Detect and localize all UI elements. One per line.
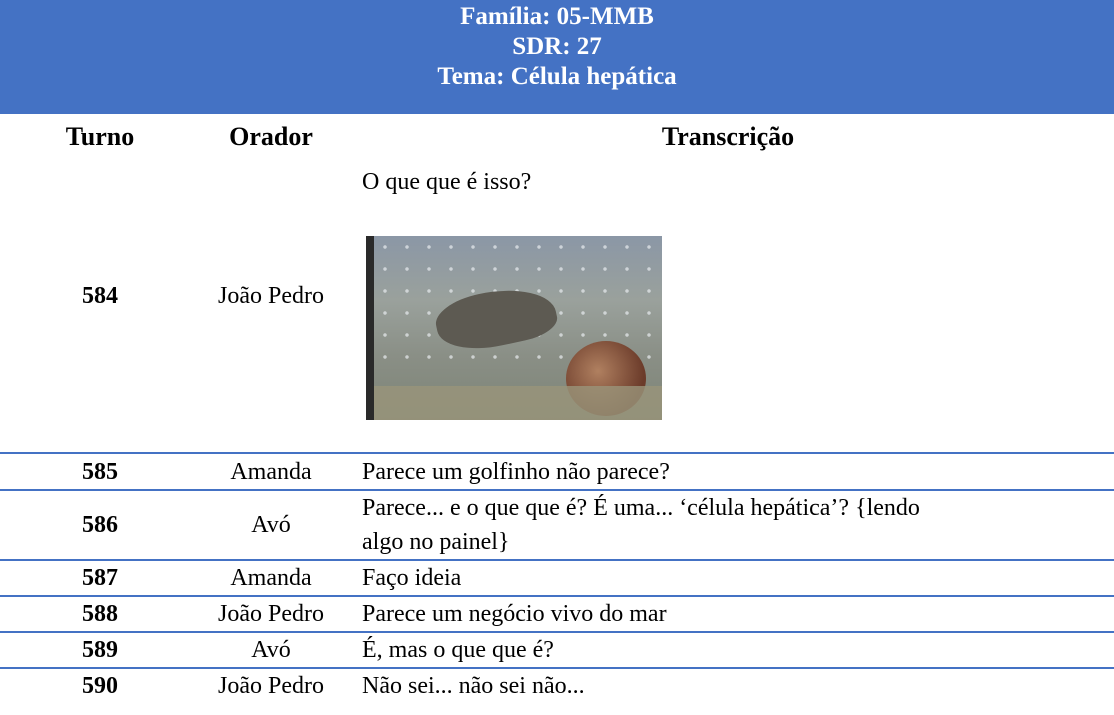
transcript-text: É, mas o que que é? [362, 637, 554, 663]
turn-number: 590 [82, 673, 118, 699]
row-divider [0, 667, 1114, 669]
sdr-title: SDR: 27 [512, 33, 602, 60]
turn-number: 586 [82, 512, 118, 538]
turn-number: 589 [82, 637, 118, 663]
table-row: 589 Avó É, mas o que que é? [0, 633, 1114, 667]
column-orador: Orador [229, 122, 313, 151]
transcript-text: Não sei... não sei não... [362, 673, 585, 699]
transcript-text: Faço ideia [362, 565, 462, 591]
transcript-text: Parece um golfinho não parece? [362, 459, 670, 485]
row-divider [0, 559, 1114, 561]
table-row: 587 Amanda Faço ideia [0, 561, 1114, 595]
table-row: 590 João Pedro Não sei... não sei não... [0, 669, 1114, 703]
table-row: 588 João Pedro Parece um negócio vivo do… [0, 597, 1114, 631]
transcript-text: Parece um negócio vivo do mar [362, 601, 667, 627]
transcript-text-line-2: algo no painel} [362, 529, 510, 555]
transcript-text-line-1: Parece... e o que que é? É uma... ‘célul… [362, 495, 920, 521]
speaker: Amanda [230, 459, 312, 485]
speaker: João Pedro [218, 673, 324, 699]
table-row: 585 Amanda Parece um golfinho não parece… [0, 455, 1114, 489]
row-divider [0, 631, 1114, 633]
table-row: 584 João Pedro O que que é isso? [0, 157, 1114, 453]
speaker: Avó [251, 512, 291, 538]
turn-number: 584 [82, 283, 118, 309]
turn-number: 588 [82, 601, 118, 627]
turn-number: 587 [82, 565, 118, 591]
exhibit-photo [366, 236, 662, 420]
speaker: Avó [251, 637, 291, 663]
table-row: 586 Avó Parece... e o que que é? É uma..… [0, 491, 1114, 559]
column-transcricao: Transcrição [661, 122, 795, 151]
family-title: Família: 05-MMB [460, 3, 654, 30]
speaker: Amanda [230, 565, 312, 591]
speaker: João Pedro [218, 601, 324, 627]
turn-number: 585 [82, 459, 118, 485]
speaker: João Pedro [218, 283, 324, 309]
transcript-text: O que que é isso? [362, 169, 532, 195]
table-header: Família: 05-MMB SDR: 27 Tema: Célula hep… [0, 0, 1114, 114]
row-divider [0, 595, 1114, 597]
column-turno: Turno [65, 122, 135, 151]
theme-title: Tema: Célula hepática [437, 63, 677, 90]
row-divider [0, 452, 1114, 454]
row-divider [0, 489, 1114, 491]
